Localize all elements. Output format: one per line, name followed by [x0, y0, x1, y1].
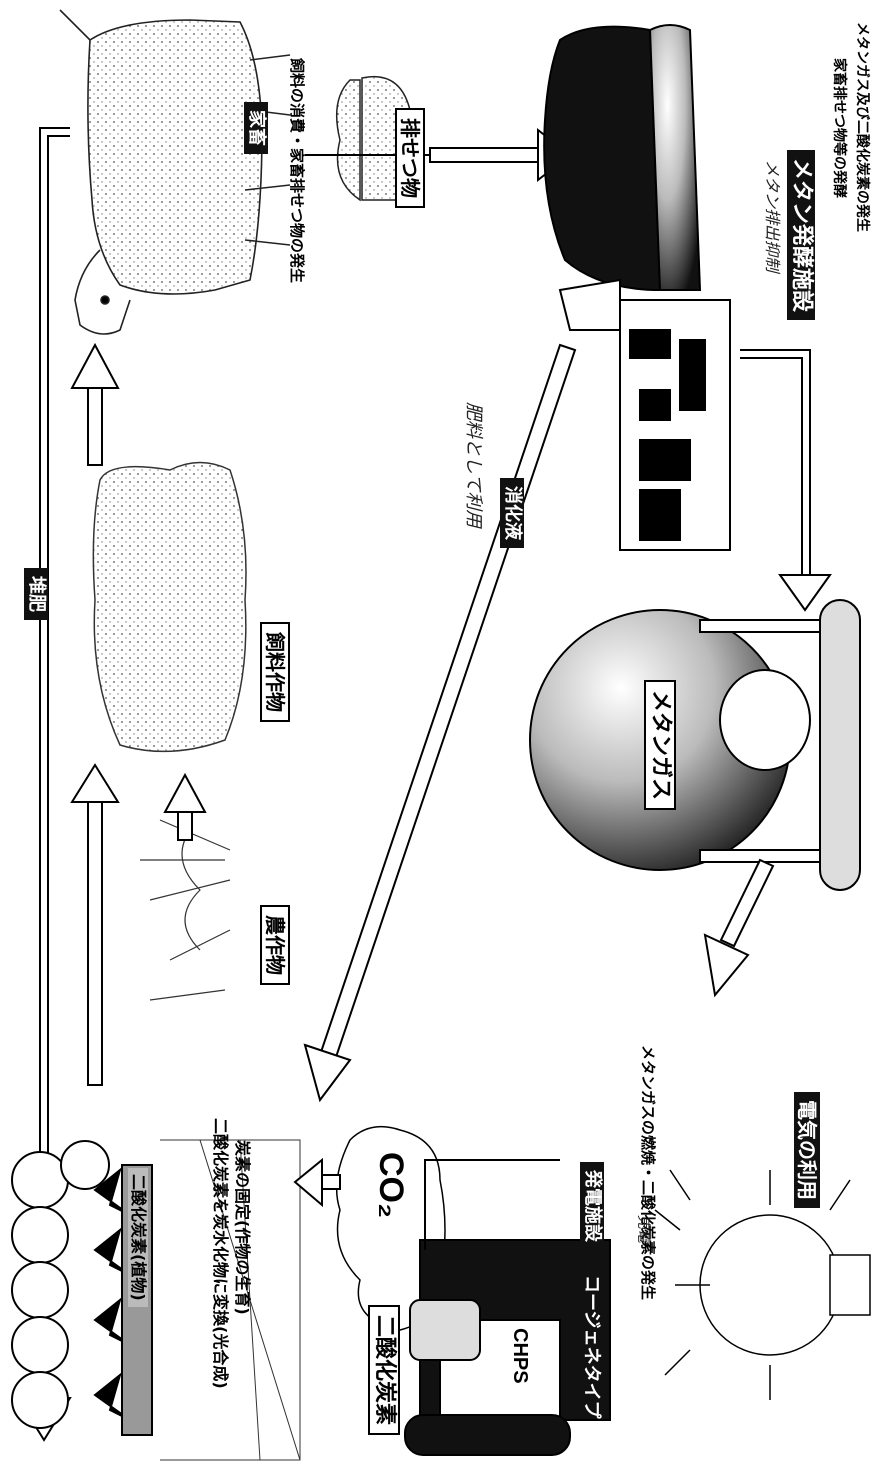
handwritten-methane-note: メタン排出抑制	[763, 160, 782, 273]
photosynthesis-caption: 二酸化炭素を炭水化物に変換(光合成)	[211, 1118, 230, 1389]
compost-label: 堆肥	[24, 568, 48, 620]
feed-crops-label: 飼料作物	[260, 622, 290, 722]
arrow-digester-to-gasholder	[740, 349, 832, 612]
arrow-feed-to-cow	[70, 342, 120, 466]
cow-icon	[59, 9, 291, 335]
arrow-crops-to-feed	[70, 763, 207, 1086]
co2-formula: CO₂	[372, 1152, 410, 1219]
digester-tank-icon	[543, 24, 731, 551]
generator-icon	[404, 1159, 611, 1456]
arrow-co2-to-forest	[293, 1157, 341, 1208]
cogeneration-label: コージェネタイプ	[581, 1275, 602, 1419]
methane-co2-caption: メタンガス及び二酸化炭素の発生	[854, 22, 870, 232]
crops-label: 農作物	[260, 905, 290, 985]
co2-label: 二酸化炭素	[368, 1305, 400, 1436]
livestock-label: 家畜	[244, 102, 268, 154]
feed-consumption-caption: 飼料の消費・家畜排せつ物の発生	[288, 58, 306, 284]
crop-plant-icon	[140, 819, 231, 1001]
methane-fermentation-caption: 家畜排せつ物等の発酵	[831, 58, 847, 198]
handwritten-electricity-note: 売電	[635, 1215, 651, 1243]
electricity-use-label: 電気の利用	[794, 1092, 820, 1208]
excreta-label: 排せつ物	[395, 108, 425, 208]
carbon-fixation-caption: 炭素の固定(作物の生育)	[233, 1140, 252, 1315]
chps-label: CHPS	[509, 1328, 531, 1384]
forest-box-label: 二酸化炭素(植物)	[128, 1168, 148, 1307]
methane-facility-label: メタン発酵施設	[787, 150, 815, 321]
sprout-field	[160, 1139, 301, 1461]
handwritten-fertilizer-note: 肥料として利用	[463, 402, 484, 528]
digestate-label: 消化液	[500, 478, 524, 548]
light-bulb-icon	[654, 1169, 871, 1400]
methane-gas-label: メタンガス	[644, 680, 676, 811]
tree-icon	[11, 1140, 153, 1436]
power-facility-label: 発電施設	[580, 1162, 604, 1250]
combustion-caption: メタンガスの燃焼・二酸化炭素の発生	[639, 1045, 657, 1301]
feed-crop-icon	[92, 461, 247, 753]
arrow-gasholder-to-bulb	[703, 858, 775, 998]
gas-holder-icon	[529, 599, 861, 891]
